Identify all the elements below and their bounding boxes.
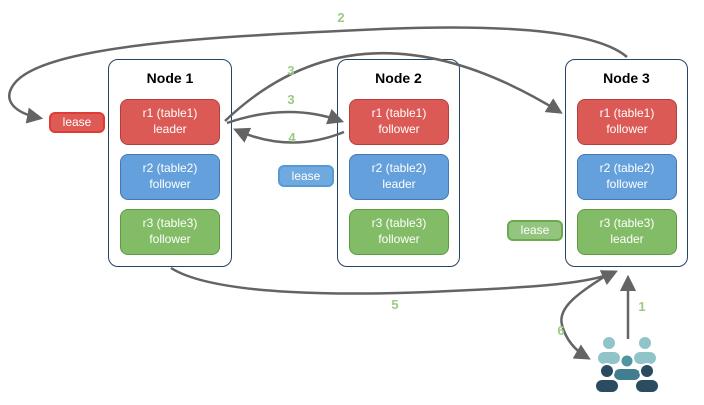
step-label-3a: 3: [287, 63, 295, 78]
node-2-replica-r2: r2 (table2) leader: [349, 154, 449, 200]
replica-role: follower: [378, 122, 420, 136]
step-label-6: 6: [557, 323, 565, 338]
user-front-left: [594, 363, 620, 394]
node-3-replica-r1: r1 (table1) follower: [577, 99, 677, 145]
replica-name: r3 (table3): [599, 216, 655, 231]
node-3-replica-r2: r2 (table2) follower: [577, 154, 677, 200]
node-2-replica-r1: r1 (table1) follower: [349, 99, 449, 145]
replica-name: r2 (table2): [599, 161, 655, 176]
user-front-right: [634, 363, 660, 394]
node-2-replica-r3: r3 (table3) follower: [349, 209, 449, 255]
lease-badge-table3: lease: [507, 220, 563, 241]
user-back-right: [632, 335, 658, 366]
step-label-1: 1: [638, 299, 646, 314]
replica-name: r2 (table2): [142, 161, 198, 176]
replica-role: follower: [149, 232, 191, 246]
replica-role: follower: [606, 177, 648, 191]
replica-name: r1 (table1): [142, 106, 198, 121]
replica-name: r2 (table2): [371, 161, 427, 176]
replica-name: r3 (table3): [142, 216, 198, 231]
user-back-left: [596, 335, 622, 366]
node-3-box: Node 3 r1 (table1) follower r2 (table2) …: [565, 59, 688, 267]
node-1-replica-r1: r1 (table1) leader: [120, 99, 220, 145]
users-group-icon: [594, 335, 660, 394]
arrow-step-3-node1-to-node2: [226, 108, 345, 125]
arrow-step-2: [8, 26, 628, 124]
replica-name: r3 (table3): [371, 216, 427, 231]
node-3-replica-r3: r3 (table3) leader: [577, 209, 677, 255]
node-2-title: Node 2: [375, 70, 422, 86]
arrow-step-6-node3-to-users: [560, 269, 614, 360]
replica-name: r1 (table1): [371, 106, 427, 121]
replica-role: follower: [378, 232, 420, 246]
node-1-replica-r2: r2 (table2) follower: [120, 154, 220, 200]
step-label-3b: 3: [287, 92, 295, 107]
step-label-4: 4: [288, 130, 296, 145]
replica-role: follower: [149, 177, 191, 191]
step-label-2: 2: [337, 10, 345, 25]
replica-role: leader: [382, 177, 416, 191]
replica-role: leader: [153, 122, 187, 136]
replica-role: leader: [610, 232, 644, 246]
node-1-title: Node 1: [146, 70, 194, 86]
step-label-5: 5: [391, 297, 399, 312]
node-1-replica-r3: r3 (table3) follower: [120, 209, 220, 255]
lease-badge-table2: lease: [278, 165, 334, 187]
node-3-title: Node 3: [603, 70, 650, 86]
arrow-step-5-node1-to-node3: [170, 266, 618, 295]
user-center: [612, 353, 642, 382]
lease-badge-table1: lease: [49, 112, 105, 133]
node-1-box: Node 1 r1 (table1) leader r2 (table2) fo…: [108, 59, 232, 267]
replica-role: follower: [606, 122, 648, 136]
replica-name: r1 (table1): [599, 106, 655, 121]
node-2-box: Node 2 r1 (table1) follower r2 (table2) …: [337, 59, 460, 267]
